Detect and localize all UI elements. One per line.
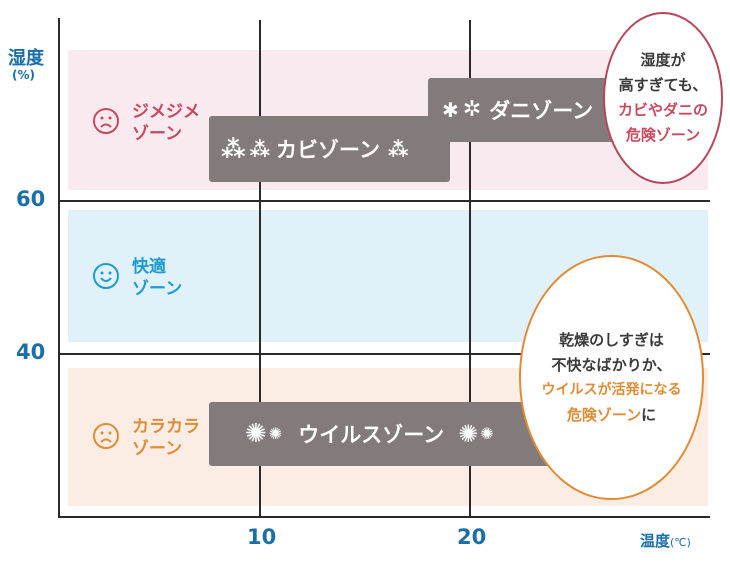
mold-icon: ⁂ <box>387 137 409 161</box>
dry-callout-highlight: 危険ゾーン <box>566 405 642 424</box>
y-tick-40: 40 <box>16 340 46 364</box>
humid-callout-line1: 湿度が <box>640 51 686 69</box>
humid-callout-line4: 危険ゾーン <box>625 126 701 144</box>
dry-callout-line1: 乾燥のしすぎは <box>559 330 664 349</box>
dry-zone-label-line2: ゾーン <box>132 439 183 459</box>
humid-callout-line2: 高すぎても、 <box>618 76 708 94</box>
humid-callout-line3: カビやダニの <box>617 101 708 119</box>
jimejime-zone-label: ジメジメ ゾーン <box>132 101 200 145</box>
mite-zone-bar: ✱ ✲ ダニゾーン <box>428 78 628 142</box>
virus-icon: ✺ <box>458 420 479 448</box>
virus-zone-label: ウイルスゾーン <box>298 423 445 447</box>
gridline-40 <box>60 353 710 355</box>
mold-zone-label: カビゾーン <box>276 138 380 162</box>
x-axis <box>58 516 710 518</box>
jimejime-zone-label-line2: ゾーン <box>132 124 183 144</box>
mite-icon: ✱ <box>442 98 459 122</box>
dry-danger-callout: 乾燥のしすぎは 不快なばかりか、 ウイルスが活発になる 危険ゾーンに <box>519 255 704 500</box>
comfort-zone-label: 快適 ゾーン <box>132 256 182 300</box>
dry-callout-line3: ウイルスが活発になる <box>541 381 682 398</box>
mold-icon: ⁂ <box>249 137 271 161</box>
mite-zone-label: ダニゾーン <box>489 99 594 123</box>
virus-icon: ✺ <box>268 424 283 443</box>
x-axis-title-text: 温度 <box>640 532 671 550</box>
y-axis-title: 湿度 <box>8 48 44 69</box>
frown-face-icon <box>93 108 119 134</box>
dry-zone-label: カラカラ ゾーン <box>132 416 200 460</box>
comfort-zone-label-line2: ゾーン <box>132 279 183 299</box>
x-tick-20: 20 <box>457 525 487 549</box>
smile-face-icon <box>93 263 119 289</box>
dry-callout-line2: 不快なばかりか、 <box>551 355 672 374</box>
y-axis-unit: (%) <box>12 68 35 82</box>
jimejime-zone-label-line1: ジメジメ <box>132 102 200 122</box>
dry-callout-tail: に <box>641 405 657 424</box>
gridline-60 <box>60 200 710 202</box>
frown-face-icon <box>93 423 119 449</box>
x-axis-title: 温度(℃) <box>640 530 691 551</box>
mite-icon: ✲ <box>462 97 482 122</box>
mold-icon: ⁂ <box>221 135 246 163</box>
dry-zone-label-line1: カラカラ <box>132 417 200 437</box>
virus-icon: ✺ <box>245 419 267 449</box>
humid-danger-callout: 湿度が 高すぎても、 カビやダニの 危険ゾーン <box>603 12 723 184</box>
x-axis-unit: (℃) <box>670 536 691 549</box>
gridline-20 <box>469 20 471 517</box>
virus-icon: ✺ <box>480 424 494 443</box>
y-axis <box>58 18 60 518</box>
y-tick-60: 60 <box>16 187 46 211</box>
dry-callout-line4: 危険ゾーンに <box>567 403 656 428</box>
mold-zone-bar: ⁂ ⁂ カビゾーン ⁂ <box>209 116 450 182</box>
comfort-zone-label-line1: 快適 <box>132 257 166 277</box>
gridline-10 <box>259 20 261 517</box>
x-tick-10: 10 <box>247 525 277 549</box>
virus-zone-bar: ✺ ✺ ウイルスゾーン ✺ ✺ <box>209 402 554 466</box>
